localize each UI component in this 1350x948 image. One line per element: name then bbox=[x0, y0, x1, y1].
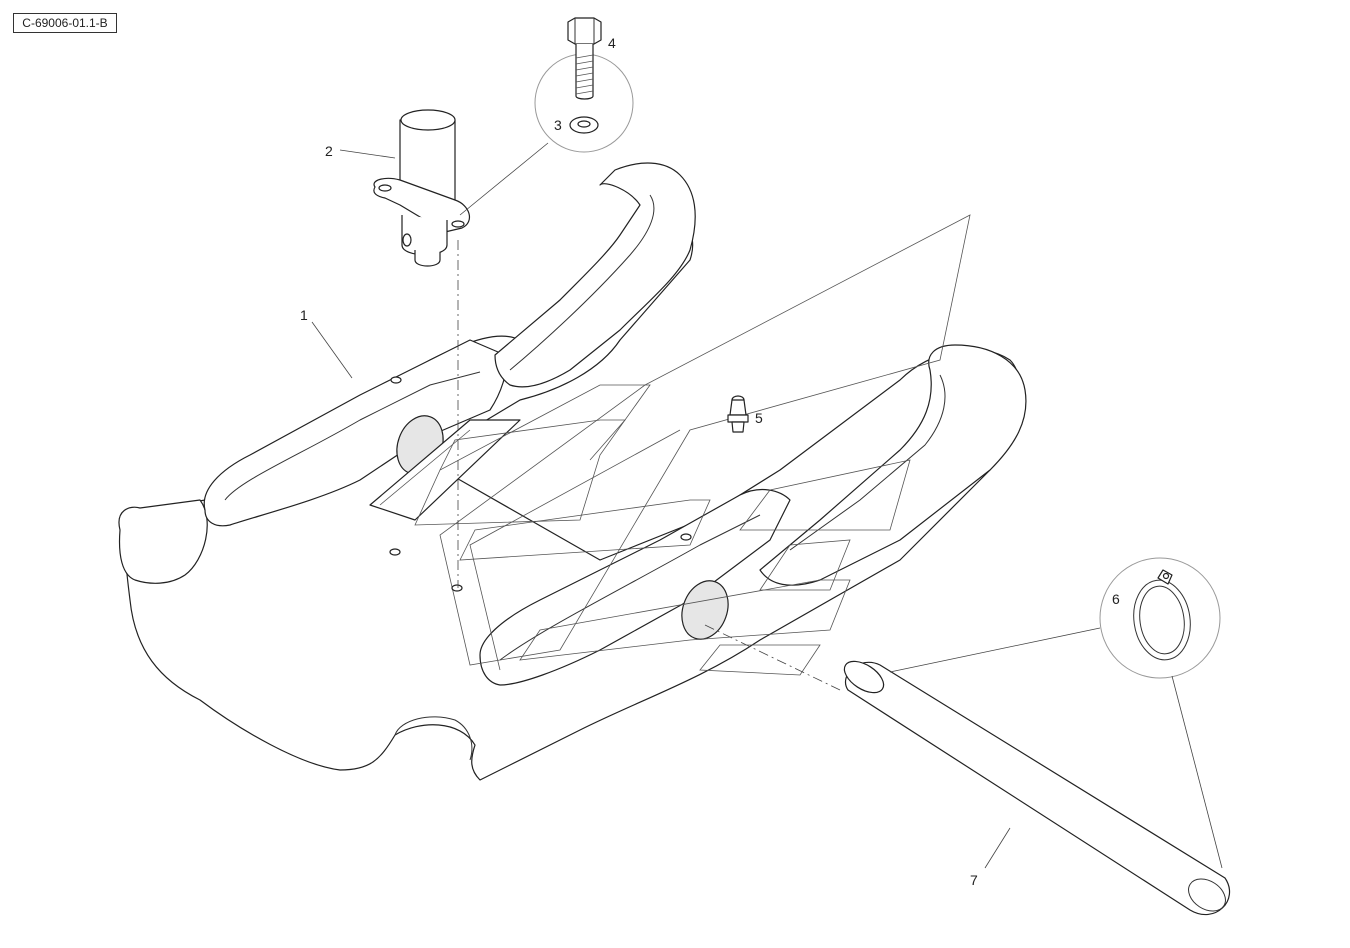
long-pin-axis-line bbox=[704, 624, 841, 691]
flanged-pin-part bbox=[373, 109, 471, 267]
callout-4: 4 bbox=[608, 35, 616, 51]
callout-2: 2 bbox=[325, 143, 333, 159]
callout-3: 3 bbox=[554, 117, 562, 133]
callout-5: 5 bbox=[755, 410, 763, 426]
bracket-frame-part bbox=[118, 162, 1027, 781]
leader-line-7 bbox=[984, 827, 1011, 869]
callout-1: 1 bbox=[300, 307, 308, 323]
long-pin-part bbox=[843, 660, 1231, 916]
callout-7: 7 bbox=[970, 872, 978, 888]
leader-line-6 bbox=[889, 627, 1101, 673]
leader-line-2 bbox=[339, 149, 396, 159]
callout-6: 6 bbox=[1112, 591, 1120, 607]
grease-fitting-part bbox=[727, 395, 749, 433]
circlip-detail bbox=[1099, 557, 1221, 679]
leader-line-6b bbox=[1171, 675, 1223, 869]
bolt-washer-detail bbox=[534, 17, 634, 153]
leader-line-1 bbox=[311, 321, 353, 379]
leader-line-3 bbox=[459, 142, 549, 216]
drawing-reference-code: C-69006-01.1-B bbox=[13, 13, 117, 33]
